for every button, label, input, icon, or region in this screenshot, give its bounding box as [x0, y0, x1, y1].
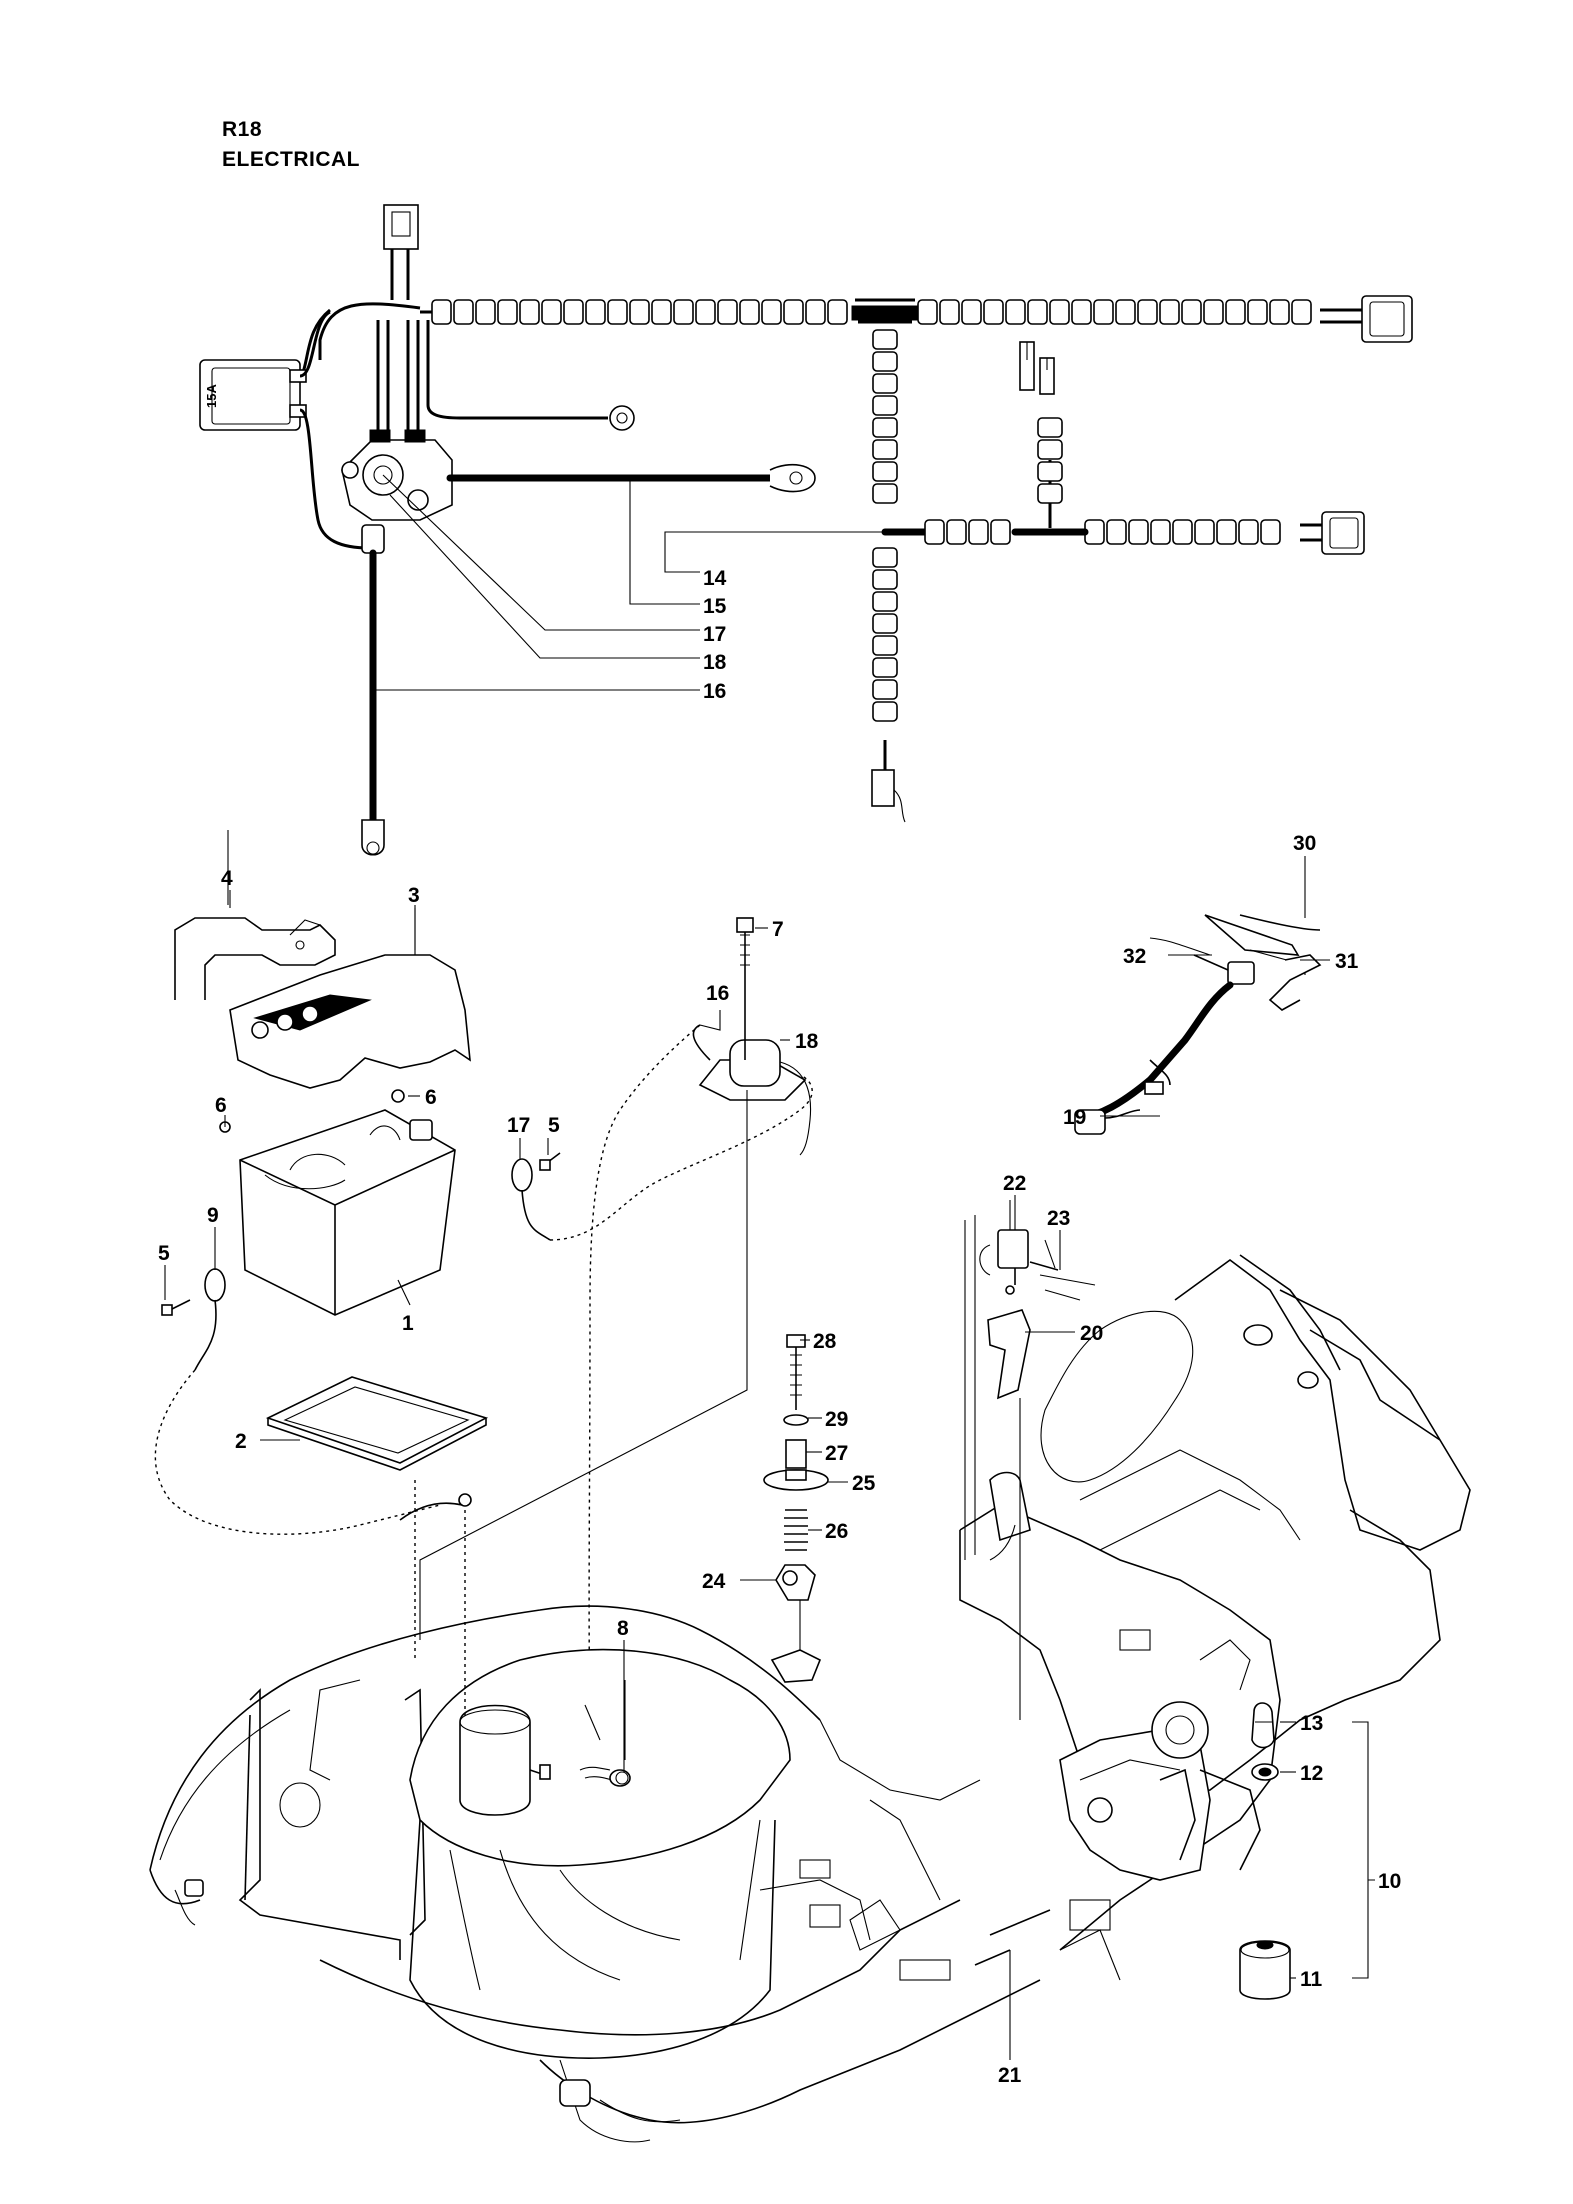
callout-18: 18	[703, 651, 727, 674]
callout-23: 23	[1047, 1207, 1070, 1230]
harness-leaders	[373, 474, 885, 691]
callout-16: 16	[703, 680, 726, 703]
battery-small-parts[interactable]	[154, 1074, 813, 1535]
frame	[959, 1215, 1471, 1951]
callout-18b: 18	[795, 1030, 819, 1053]
callout-29: 29	[825, 1408, 848, 1431]
callout-2: 2	[235, 1430, 247, 1453]
callout-20: 20	[1080, 1322, 1103, 1345]
callout-19: 19	[1063, 1106, 1086, 1129]
callout-13: 13	[1300, 1712, 1323, 1735]
callout-6b: 6	[425, 1086, 437, 1109]
callout-5b: 5	[158, 1242, 170, 1265]
seat-switch-stack[interactable]	[763, 1334, 829, 1683]
callout-10: 10	[1378, 1870, 1401, 1893]
callout-7: 7	[772, 918, 784, 941]
callout-31: 31	[1335, 950, 1359, 973]
callout-12: 12	[1300, 1762, 1323, 1785]
callout-17: 17	[703, 623, 726, 646]
callout-27: 27	[825, 1442, 848, 1465]
callout-11: 11	[1300, 1968, 1323, 1991]
bolt-7[interactable]	[419, 917, 754, 1640]
callout-15: 15	[703, 595, 727, 618]
solenoid-18[interactable]	[588, 1024, 812, 1721]
sensor-kit[interactable]	[1074, 914, 1322, 1135]
battery-1[interactable]	[239, 1109, 456, 1316]
battery-cover-3[interactable]	[229, 905, 471, 1089]
relay-label: 15A	[204, 384, 219, 408]
callout-9: 9	[207, 1204, 219, 1227]
battery-bracket-4[interactable]	[174, 830, 336, 1000]
isolator-leaders	[1280, 1721, 1375, 1979]
battery-mat-2[interactable]	[265, 1376, 489, 1471]
wire-harness[interactable]: 15A	[199, 204, 1413, 856]
callout-22: 22	[1003, 1172, 1026, 1195]
callout-3: 3	[408, 884, 420, 907]
callout-26: 26	[825, 1520, 848, 1543]
callout-8: 8	[617, 1617, 629, 1640]
callout-24: 24	[702, 1570, 726, 1593]
chassis	[149, 1480, 1121, 2143]
isolator-kit[interactable]	[1239, 1702, 1291, 2000]
callout-labels: 14 15 17 18 16 4 3 7 16 18 5 17 6 6 9 5 …	[158, 567, 1401, 2087]
callout-16b: 16	[706, 982, 729, 1005]
callout-14: 14	[703, 567, 727, 590]
diagram-title: ELECTRICAL	[222, 148, 360, 171]
callout-5: 5	[548, 1114, 560, 1137]
callout-32: 32	[1123, 945, 1146, 968]
cable-21[interactable]	[974, 1909, 1051, 2040]
callout-30: 30	[1293, 832, 1316, 855]
callout-17b: 17	[507, 1114, 530, 1137]
callout-6: 6	[215, 1094, 227, 1117]
bracket-20[interactable]	[987, 1309, 1031, 1400]
callout-25: 25	[852, 1472, 876, 1495]
callout-leaders	[164, 856, 1330, 2060]
diagram-code: R18	[222, 118, 263, 141]
callout-4: 4	[221, 867, 233, 890]
callout-1: 1	[402, 1312, 414, 1335]
switch-22[interactable]	[979, 1200, 1096, 1301]
callout-28: 28	[813, 1330, 837, 1353]
callout-21: 21	[998, 2064, 1022, 2087]
